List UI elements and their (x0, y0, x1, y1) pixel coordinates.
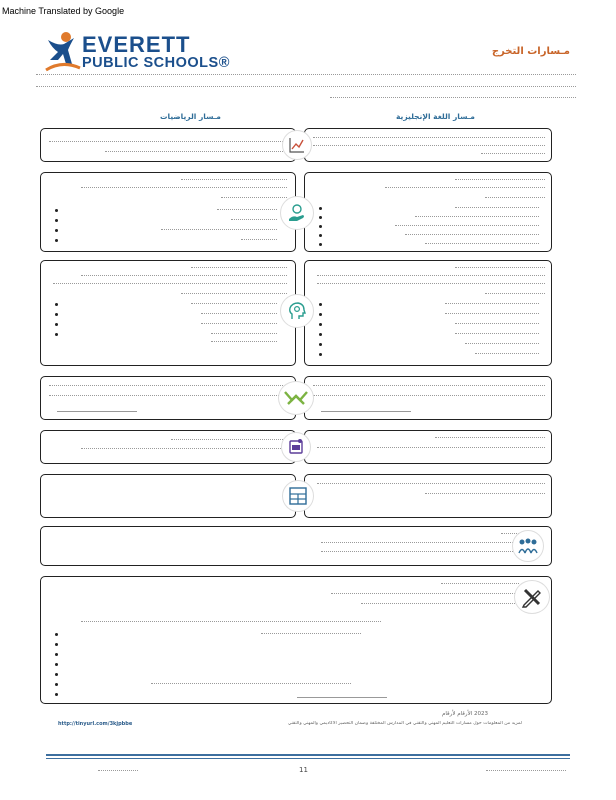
chart-circle (282, 130, 312, 160)
hand-award-icon (289, 204, 304, 221)
footer-left-text (98, 770, 138, 773)
math-box-3 (40, 260, 296, 366)
group-circle (512, 530, 544, 562)
full-box-7 (40, 526, 552, 566)
logo-word-public-schools: PUBLIC SCHOOLS® (82, 55, 230, 71)
pencil-ruler-circle (514, 580, 550, 614)
handshake-icon (284, 391, 308, 405)
logo-figure-icon (45, 32, 81, 72)
math-box-2 (40, 172, 296, 252)
full-box-8 (40, 576, 552, 704)
exam-certificate-circle (281, 432, 311, 462)
english-box-4 (304, 376, 552, 420)
footer-rule (46, 754, 570, 756)
everett-logo: EVERETT PUBLIC SCHOOLS® (44, 30, 244, 76)
english-pathway-heading: مـسار اللغة الإنجليزية (396, 112, 475, 121)
calendar-grid-circle (282, 480, 314, 512)
math-box-5 (40, 430, 296, 464)
english-box-3 (304, 260, 552, 366)
pencil-ruler-icon (521, 588, 541, 608)
math-box-6 (40, 474, 296, 518)
chart-icon (289, 138, 304, 153)
math-pathway-heading: مـسار الرياضيات (160, 112, 221, 121)
exam-certificate-icon (289, 439, 303, 454)
math-box-4 (40, 376, 296, 420)
logo-word-everett: EVERETT (82, 32, 191, 57)
footer-right-text (486, 770, 566, 773)
info-link[interactable]: http://tinyurl.com/3kjpbbe (58, 721, 133, 727)
intro-line (330, 97, 576, 100)
calendar-grid-icon (289, 487, 307, 505)
date-note: 2023 الأرقام لأرقام (441, 711, 488, 717)
english-box-1 (304, 128, 552, 162)
english-box-2 (304, 172, 552, 252)
intro-line (36, 86, 576, 89)
footer-rule-thin (46, 758, 570, 759)
head-gears-circle (280, 294, 314, 328)
intro-line (36, 74, 576, 77)
handshake-circle (278, 381, 314, 415)
head-gears-icon (289, 302, 306, 319)
english-box-5 (304, 430, 552, 464)
english-box-6 (304, 474, 552, 518)
more-info-note: لمزيد من المعلومات حول مسارات التعليم ال… (287, 721, 522, 726)
group-icon (518, 538, 538, 554)
page-title: مـسارات التخرج (491, 46, 570, 57)
math-box-1 (40, 128, 296, 162)
page-number: 11 (299, 766, 308, 774)
hand-award-circle (280, 196, 314, 230)
machine-translated-watermark: Machine Translated by Google (2, 6, 125, 16)
